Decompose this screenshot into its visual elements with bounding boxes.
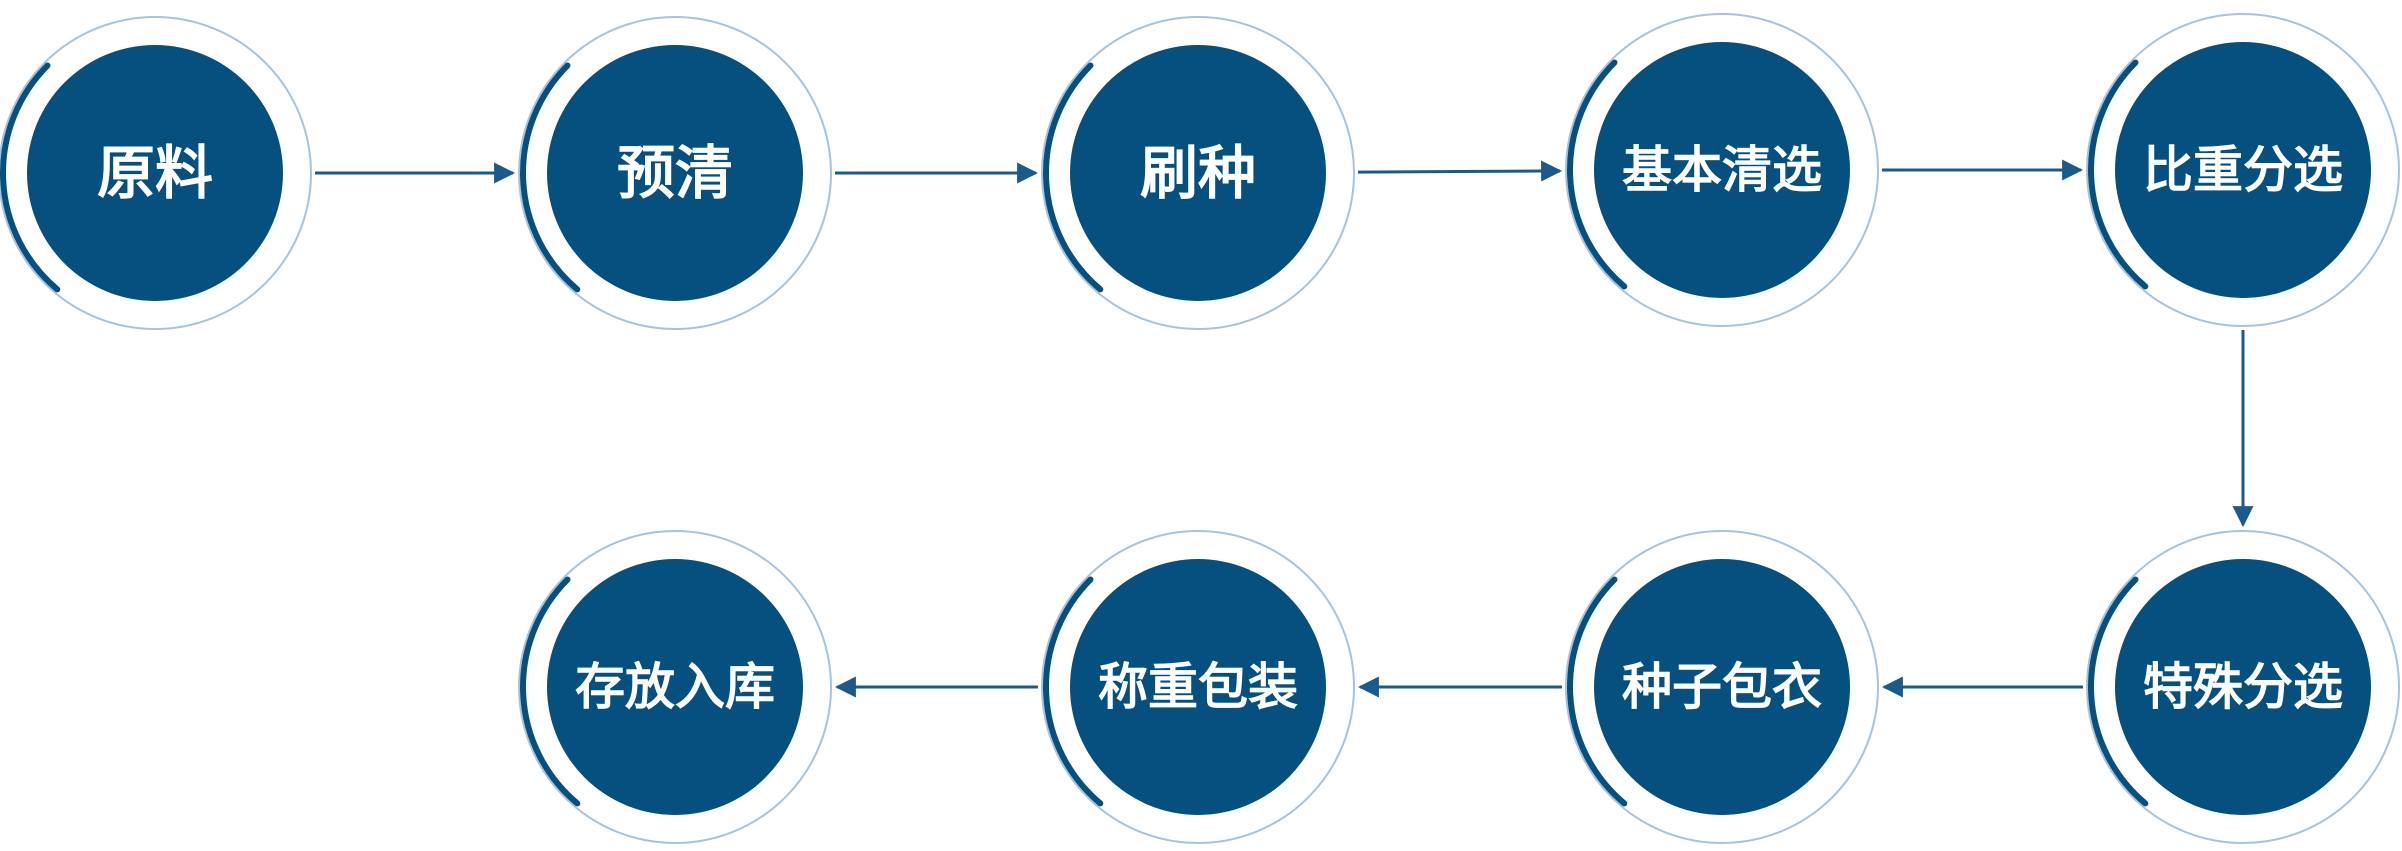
node-circle <box>2115 559 2371 815</box>
step-label: 存放入库 <box>575 658 775 716</box>
process-step-9: 存放入库 <box>518 530 832 844</box>
process-step-7: 种子包衣 <box>1565 530 1879 844</box>
node-circle <box>1594 42 1850 298</box>
node-circle <box>1070 559 1326 815</box>
step-label: 预清 <box>617 139 733 207</box>
accent-arc <box>2088 59 2149 290</box>
flow-arrows <box>315 159 2254 698</box>
accent-arc <box>0 62 61 293</box>
node-circle <box>2115 42 2371 298</box>
step-label: 基本清选 <box>1622 141 1822 199</box>
accent-arc <box>1567 59 1628 290</box>
accent-arc <box>1043 62 1104 293</box>
process-step-5: 比重分选 <box>2086 13 2400 327</box>
node-circle <box>27 45 283 301</box>
process-step-2: 预清 <box>518 16 832 330</box>
accent-arc <box>1567 576 1628 807</box>
step-label: 称重包装 <box>1098 658 1298 716</box>
process-step-4: 基本清选 <box>1565 13 1879 327</box>
accent-arc <box>1043 576 1104 807</box>
node-circle <box>547 559 803 815</box>
process-step-1: 原料 <box>0 16 312 330</box>
flow-arrow-3 <box>1357 160 1563 182</box>
node-circle <box>1070 45 1326 301</box>
node-circle <box>1594 559 1850 815</box>
accent-arc <box>520 576 581 807</box>
step-label: 特殊分选 <box>2143 658 2343 716</box>
process-step-3: 刷种 <box>1041 16 1355 330</box>
accent-arc <box>520 62 581 293</box>
step-label: 原料 <box>97 139 213 207</box>
process-step-6: 特殊分选 <box>2086 530 2400 844</box>
accent-arc <box>2088 576 2149 807</box>
step-label: 比重分选 <box>2143 141 2343 199</box>
process-step-8: 称重包装 <box>1041 530 1355 844</box>
step-label: 刷种 <box>1140 139 1256 207</box>
step-label: 种子包衣 <box>1622 658 1822 716</box>
node-circle <box>547 45 803 301</box>
